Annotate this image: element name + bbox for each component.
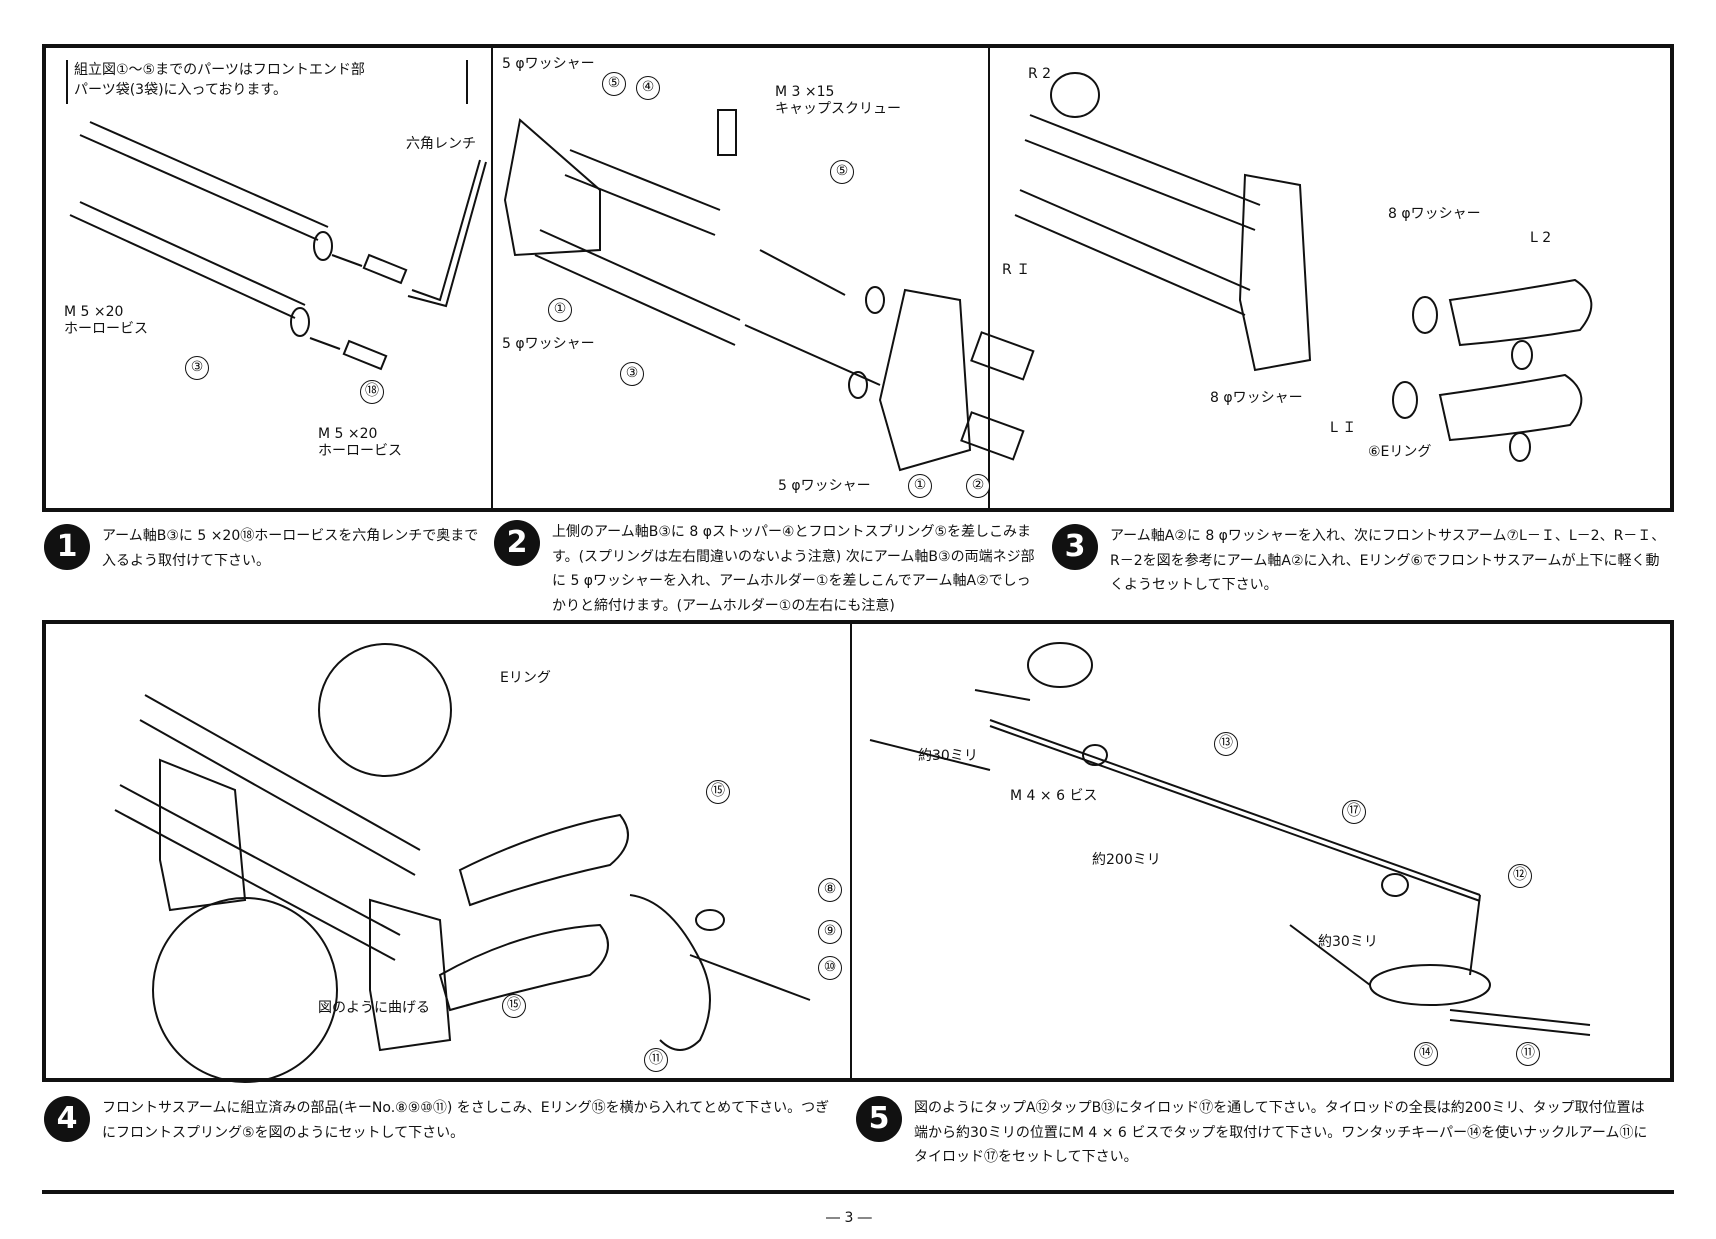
step-1-badge: 1 (44, 524, 90, 570)
p2-shafts (534, 149, 881, 386)
p5-callout-11: ⑪ (1516, 1042, 1540, 1066)
step-4: 4 フロントサスアームに組立済みの部品(キーNo.⑧⑨⑩⑪) をさしこみ、Eリン… (44, 1096, 834, 1145)
bottom-panel-frame (42, 620, 1674, 1082)
bottom-rule (42, 1190, 1674, 1194)
p4-callout-10: ⑩ (818, 956, 842, 980)
p5-callout-17: ⑰ (1342, 800, 1366, 824)
washer-8b-label: 8 φワッシャー (1210, 390, 1303, 406)
step-2-badge: 2 (494, 520, 540, 566)
arm-r2-label: R 2 (1028, 66, 1052, 82)
part-callout-1b: ① (908, 474, 932, 498)
p4-callout-8: ⑧ (818, 878, 842, 902)
screw-a-label: M 5 ×20 ホーロービス (64, 304, 148, 338)
parts-bag-note-box (66, 60, 468, 104)
step-1-text: アーム軸B③に 5 ×20⑱ホーロービスを六角レンチで奥まで入るよう取付けて下さ… (102, 528, 479, 569)
p1-hex-wrench (407, 159, 487, 308)
p4-e-ring-label: Eリング (500, 670, 551, 686)
top-panel-frame (42, 44, 1674, 512)
screw-a-size: M 5 ×20 (64, 304, 124, 320)
p5-callout-13: ⑬ (1214, 732, 1238, 756)
parts-bag-note-line-2: パーツ袋(3袋)に入っております。 (74, 82, 288, 99)
arm-r1-label: R Ｉ (1002, 262, 1031, 278)
p4-callout-9: ⑨ (818, 920, 842, 944)
part-callout-1a: ① (548, 298, 572, 322)
part-callout-3b: ③ (620, 362, 644, 386)
step-2-text: 上側のアーム軸B③に 8 φストッパー④とフロントスプリング⑤を差しこみます。(… (552, 524, 1035, 614)
step-3-text: アーム軸A②に 8 φワッシャーを入れ、次にフロントサスアーム⑦L－Ｉ、L－2、… (1110, 528, 1666, 593)
washer-bot-label: 5 φワッシャー (778, 478, 871, 494)
part-callout-2: ② (966, 474, 990, 498)
screw-b-name: ホーロービス (318, 442, 402, 459)
washer-mid-label: 5 φワッシャー (502, 336, 595, 352)
p4-callout-11: ⑪ (644, 1048, 668, 1072)
p5-callout-12: ⑫ (1508, 864, 1532, 888)
part-callout-3: ③ (185, 356, 209, 380)
p5-dist200-label: 約200ミリ (1092, 852, 1161, 868)
page-number: ― 3 ― (826, 1210, 872, 1226)
part-callout-5a: ⑤ (602, 72, 626, 96)
p1-set-screws (309, 253, 408, 371)
e-ring-label: ⑥Eリング (1368, 444, 1432, 460)
part-callout-4: ④ (636, 76, 660, 100)
parts-bag-note: 組立図①〜⑤までのパーツはフロントエンド部 パーツ袋(3袋)に入っております。 (74, 60, 464, 101)
screw-b-label: M 5 ×20 ホーロービス (318, 426, 402, 460)
part-callout-18: ⑱ (360, 380, 384, 404)
cap-screw-label: M 3 ×15 キャップスクリュー (775, 84, 901, 118)
p3-assembly (1014, 72, 1593, 462)
screw-b-size: M 5 ×20 (318, 426, 378, 442)
hex-wrench-label: 六角レンチ (406, 136, 476, 152)
p4-bend-label: 図のように曲げる (318, 1000, 430, 1016)
step-5-text: 図のようにタップA⑫タップB⑬にタイロッド⑰を通して下さい。タイロッドの全長は約… (914, 1100, 1648, 1165)
p5-dist30a-label: 約30ミリ (918, 748, 978, 764)
step-5-badge: 5 (856, 1096, 902, 1142)
top-divider-1 (491, 46, 493, 510)
p5-screw-label: M 4 × 6 ビス (1010, 788, 1098, 804)
arm-l2-label: L 2 (1530, 230, 1552, 246)
p4-callout-15a: ⑮ (706, 780, 730, 804)
p4-assembly (114, 643, 811, 1083)
step-1: 1 アーム軸B③に 5 ×20⑱ホーロービスを六角レンチで奥まで入るよう取付けて… (44, 524, 484, 573)
p1-rod-lower (69, 201, 310, 337)
p4-callout-15b: ⑮ (502, 994, 526, 1018)
step-3: 3 アーム軸A②に 8 φワッシャーを入れ、次にフロントサスアーム⑦L－Ｉ、L－… (1052, 524, 1672, 598)
p2-bracket (503, 118, 972, 472)
cap-screw-name: キャップスクリュー (775, 100, 901, 117)
screw-a-name: ホーロービス (64, 320, 148, 337)
step-2: 2 上側のアーム軸B③に 8 φストッパー④とフロントスプリング⑤を差しこみます… (494, 520, 1042, 618)
p5-assembly (869, 642, 1591, 1036)
step-4-text: フロントサスアームに組立済みの部品(キーNo.⑧⑨⑩⑪) をさしこみ、Eリング⑮… (102, 1100, 830, 1141)
step-5: 5 図のようにタップA⑫タップB⑬にタイロッド⑰を通して下さい。タイロッドの全長… (856, 1096, 1656, 1170)
p2-parts (717, 109, 1035, 461)
cap-screw-size: M 3 ×15 (775, 84, 835, 100)
arm-l1-label: L Ｉ (1330, 420, 1357, 436)
step-4-badge: 4 (44, 1096, 90, 1142)
top-divider-2 (988, 46, 990, 510)
washer-8a-label: 8 φワッシャー (1388, 206, 1481, 222)
p5-callout-14: ⑭ (1414, 1042, 1438, 1066)
part-callout-5b: ⑤ (830, 160, 854, 184)
bottom-divider (850, 622, 852, 1080)
parts-bag-note-line-1: 組立図①〜⑤までのパーツはフロントエンド部 (74, 62, 365, 78)
step-3-badge: 3 (1052, 524, 1098, 570)
p1-rod-upper (79, 121, 333, 261)
p5-dist30b-label: 約30ミリ (1318, 934, 1378, 950)
washer-top-label: 5 φワッシャー (502, 56, 595, 72)
